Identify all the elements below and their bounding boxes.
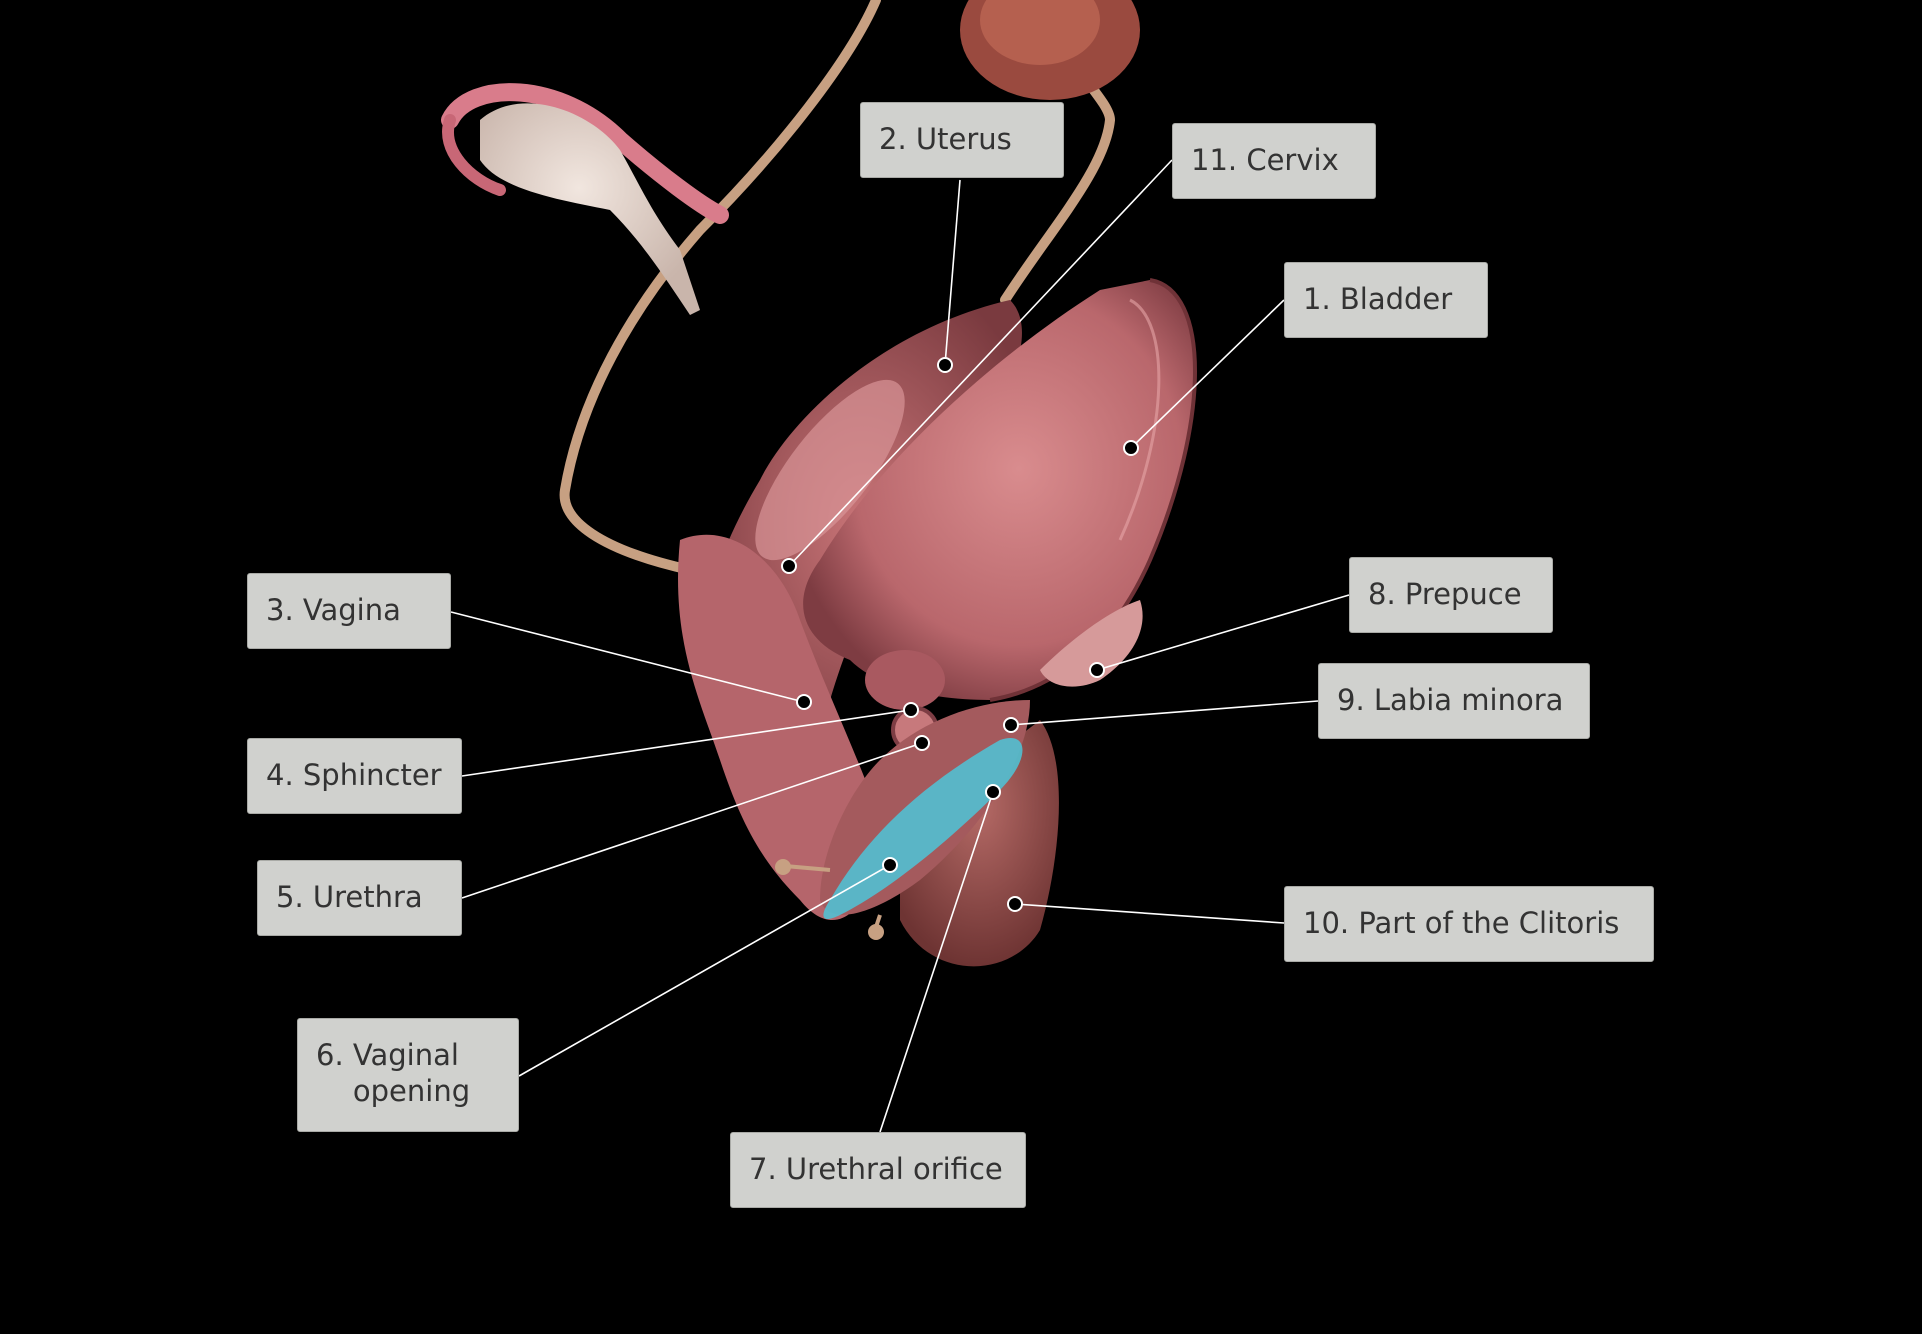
leader-vagina (450, 611, 805, 703)
label-text: Vaginal opening (352, 1038, 471, 1108)
label-text: Prepuce (1404, 577, 1522, 611)
label-clitoris-part[interactable]: 10. Part of the Clitoris (1284, 886, 1654, 962)
label-uterus[interactable]: 2. Uterus (860, 102, 1064, 178)
leader-clitoris (1014, 903, 1285, 924)
label-number: 3. (266, 593, 294, 627)
label-text: Urethra (312, 880, 423, 914)
leader-urethral-orifice (879, 791, 994, 1133)
label-number: 11. (1191, 143, 1238, 177)
marker-urethral-orifice (985, 784, 1001, 800)
label-urethral-orifice[interactable]: 7. Urethral orifice (730, 1132, 1026, 1208)
leader-uterus (944, 179, 961, 366)
marker-uterus (937, 357, 953, 373)
leader-vaginal-opening (518, 864, 891, 1077)
marker-prepuce (1089, 662, 1105, 678)
label-number: 4. (266, 758, 294, 792)
label-text: Sphincter (302, 758, 442, 792)
label-number: 10. (1303, 906, 1350, 940)
marker-vagina (796, 694, 812, 710)
label-text: Bladder (1339, 282, 1453, 316)
marker-cervix (781, 558, 797, 574)
leader-sphincter (461, 709, 912, 777)
label-urethra[interactable]: 5. Urethra (257, 860, 462, 936)
fallopian-tube (441, 83, 729, 224)
leader-urethra (461, 742, 923, 899)
label-sphincter[interactable]: 4. Sphincter (247, 738, 462, 814)
label-text: Labia minora (1373, 683, 1564, 717)
leader-prepuce (1096, 594, 1350, 671)
label-text: Uterus (915, 122, 1012, 156)
marker-clitoris (1007, 896, 1023, 912)
marker-urethra (914, 735, 930, 751)
vagina-tube (678, 534, 880, 921)
left-ureter (559, 0, 881, 575)
label-number: 9. (1337, 683, 1365, 717)
label-vaginal-opening[interactable]: 6. Vaginal opening (297, 1018, 519, 1132)
marker-labia-minora (1003, 717, 1019, 733)
leader-bladder (1130, 299, 1285, 449)
label-text: Cervix (1246, 143, 1339, 177)
label-text: Part of the Clitoris (1358, 906, 1620, 940)
label-number: 2. (879, 122, 907, 156)
label-prepuce[interactable]: 8. Prepuce (1349, 557, 1553, 633)
label-bladder[interactable]: 1. Bladder (1284, 262, 1488, 338)
label-labia-minora[interactable]: 9. Labia minora (1318, 663, 1590, 739)
label-number: 7. (749, 1152, 777, 1186)
label-number: 1. (1303, 282, 1331, 316)
ovary (480, 103, 700, 315)
label-number: 6. (316, 1038, 344, 1072)
prepuce-structure (1040, 600, 1143, 687)
label-text: Vagina (302, 593, 401, 627)
label-cervix[interactable]: 11. Cervix (1172, 123, 1376, 199)
label-number: 5. (276, 880, 304, 914)
marker-sphincter (903, 702, 919, 718)
label-number: 8. (1368, 577, 1396, 611)
label-text: Urethral orifice (785, 1152, 1003, 1186)
leader-labia-minora (1010, 700, 1319, 726)
bladder-organ (803, 280, 1195, 700)
marker-vaginal-opening (882, 857, 898, 873)
marker-bladder (1123, 440, 1139, 456)
label-vagina[interactable]: 3. Vagina (247, 573, 451, 649)
leader-cervix (788, 159, 1173, 567)
